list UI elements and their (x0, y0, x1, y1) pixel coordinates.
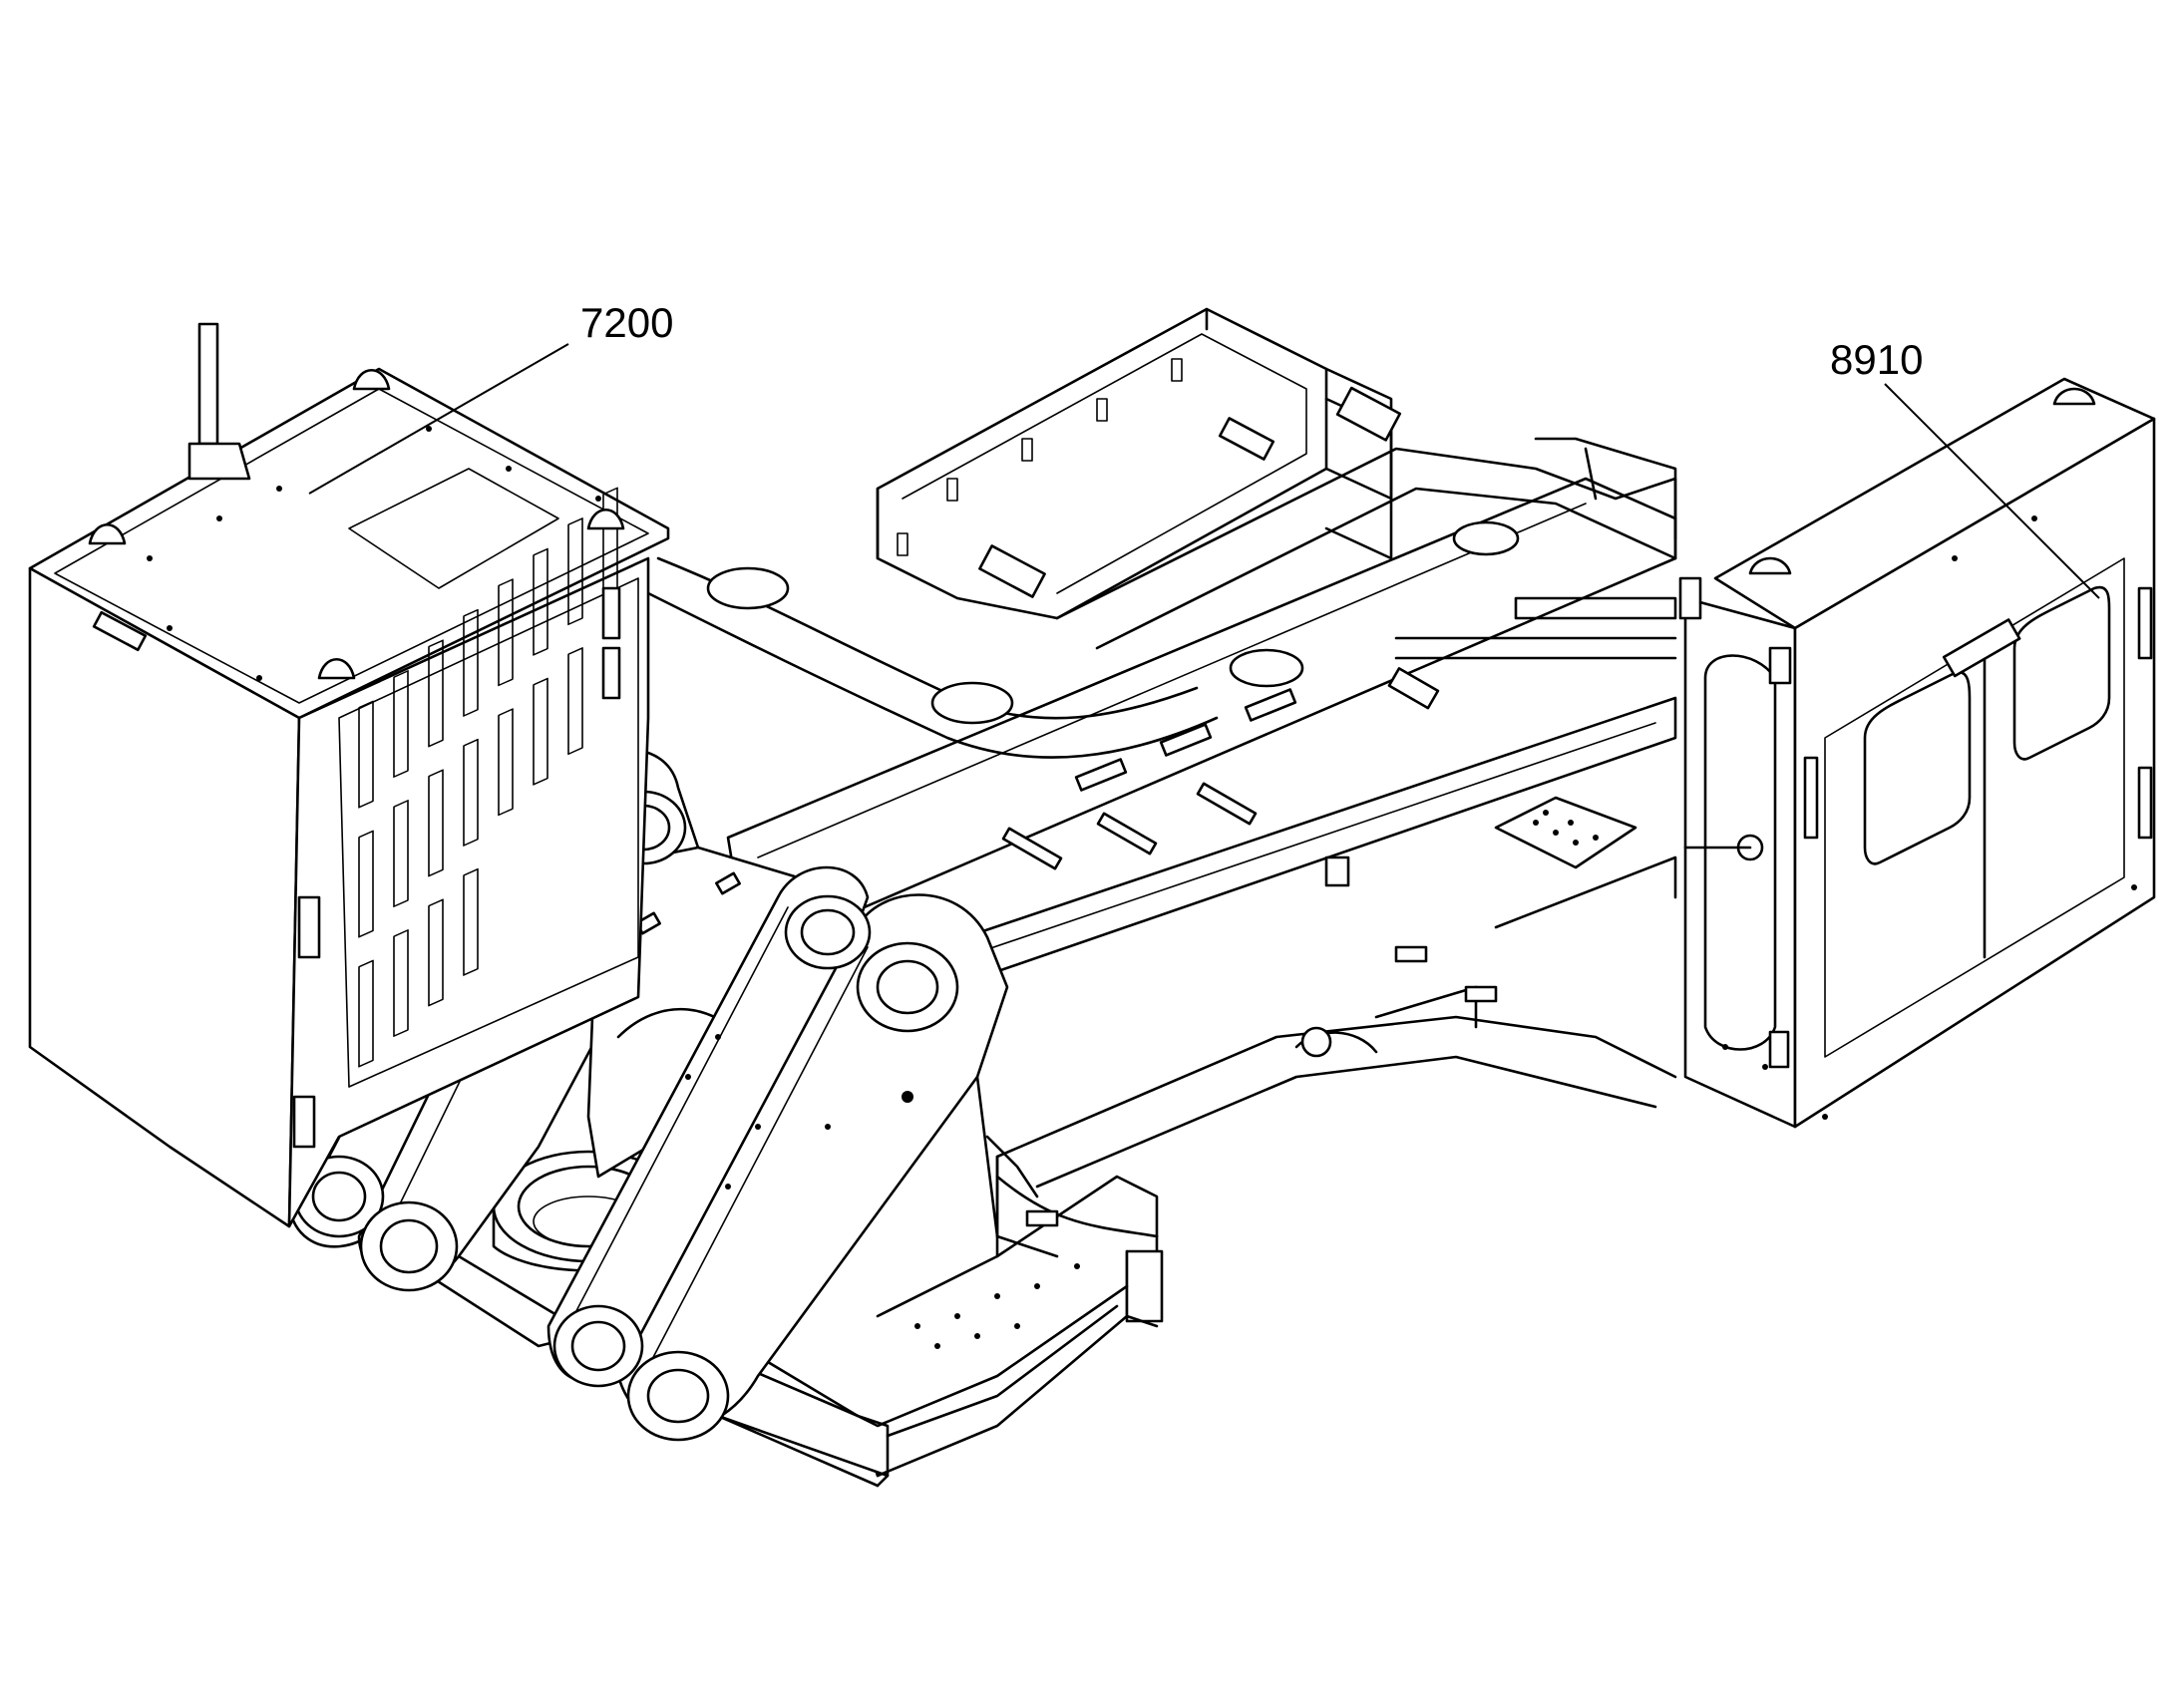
callout-8910: 8910 (1830, 336, 2100, 599)
callout-8910-leader (1884, 383, 2100, 599)
vent-slots (358, 487, 618, 1068)
callout-7200-leader (308, 343, 569, 495)
callout-7200: 7200 (308, 299, 673, 495)
left-enclosure (28, 322, 670, 1228)
callout-8910-label: 8910 (1830, 336, 1923, 383)
right-enclosure (1678, 377, 2156, 1129)
callout-7200-label: 7200 (580, 299, 673, 346)
